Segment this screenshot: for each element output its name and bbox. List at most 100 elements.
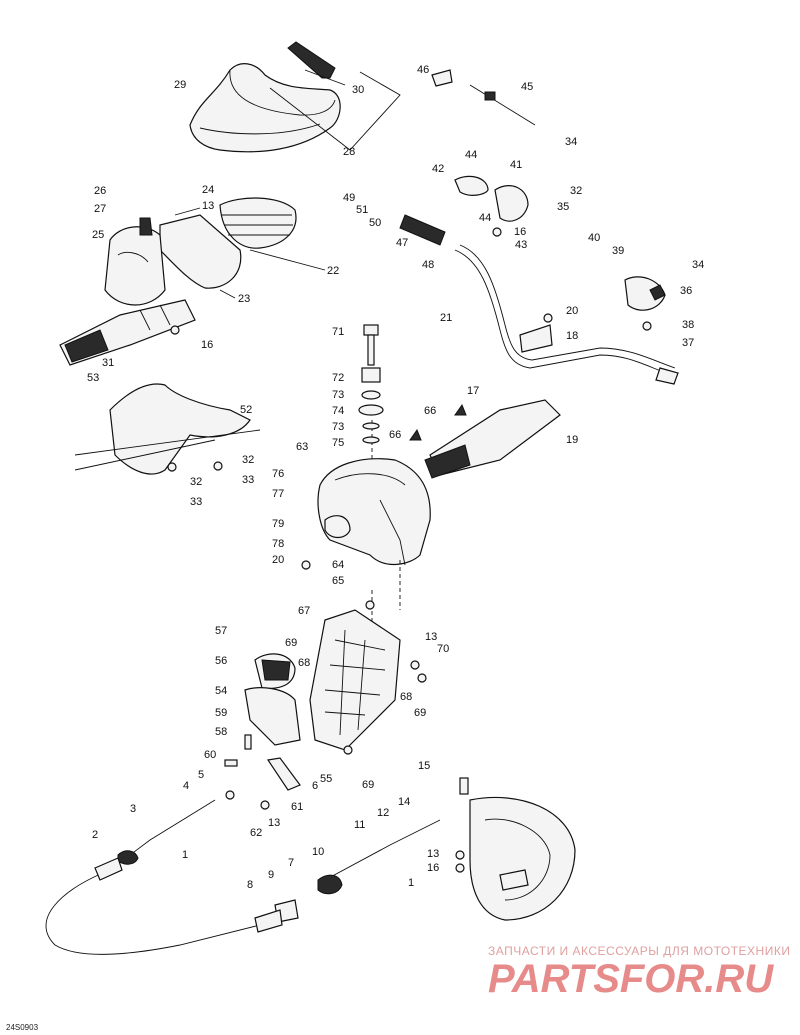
callout-10: 10 [312,846,324,858]
callout-13: 13 [202,200,214,212]
handlebar [454,244,679,385]
left-handle-grip [59,299,196,366]
right-grip [399,214,446,246]
callout-32: 32 [570,185,582,197]
callout-77: 77 [272,488,284,500]
callout-61: 61 [291,801,303,813]
callout-1: 1 [182,849,188,861]
callout-32: 32 [242,454,254,466]
callout-33: 33 [190,496,202,508]
callout-4: 4 [183,780,189,792]
callout-29: 29 [174,79,186,91]
callout-68: 68 [298,657,310,669]
callout-1: 1 [408,877,414,889]
callout-27: 27 [94,203,106,215]
kill-switch-cover [624,276,666,311]
grip-end-cap [454,175,529,222]
callout-74: 74 [332,405,344,417]
callout-5: 5 [198,769,204,781]
callout-79: 79 [272,518,284,530]
callout-44: 44 [479,212,491,224]
callout-52: 52 [240,404,252,416]
callout-26: 26 [94,185,106,197]
leader [304,69,346,86]
callout-67: 67 [298,605,310,617]
callout-34: 34 [692,259,704,271]
callout-70: 70 [437,643,449,655]
callout-56: 56 [215,655,227,667]
callout-57: 57 [215,625,227,637]
callout-58: 58 [215,726,227,738]
callout-46: 46 [417,64,429,76]
callout-9: 9 [268,869,274,881]
callout-38: 38 [682,319,694,331]
callout-24: 24 [202,184,214,196]
bolt-stack [358,324,384,444]
callout-labels: 1 1 2 3 4 5 6 7 8 9 10 11 12 13 13 13 13… [87,64,704,891]
callout-59: 59 [215,707,227,719]
callout-42: 42 [432,163,444,175]
throttle-cam [244,653,301,746]
callout-2: 2 [92,829,98,841]
callout-28: 28 [343,146,355,158]
callout-53: 53 [87,372,99,384]
callout-19: 19 [566,434,578,446]
callout-62: 62 [250,827,262,839]
callout-22: 22 [327,265,339,277]
callout-45: 45 [521,81,533,93]
handle-bracket [424,324,561,479]
callout-6: 6 [312,780,318,792]
leader [219,289,236,299]
callout-49: 49 [343,192,355,204]
callout-17: 17 [467,385,479,397]
leader [249,249,326,271]
callout-66: 66 [389,429,401,441]
leader [174,207,201,216]
callout-78: 78 [272,538,284,550]
callout-39: 39 [612,245,624,257]
fasteners [167,227,652,873]
callout-35: 35 [557,201,569,213]
callout-16: 16 [427,862,439,874]
callout-50: 50 [369,217,381,229]
callout-30: 30 [352,84,364,96]
callout-66: 66 [424,405,436,417]
callout-36: 36 [680,285,692,297]
callout-34: 34 [565,136,577,148]
callout-47: 47 [396,237,408,249]
callout-55: 55 [320,773,332,785]
callout-11: 11 [354,819,365,831]
callout-7: 7 [288,857,294,869]
callout-12: 12 [377,807,389,819]
callout-37: 37 [682,337,694,349]
callout-18: 18 [566,330,578,342]
callout-13: 13 [427,848,439,860]
watermark-tagline: ЗАПЧАСТИ И АКСЕССУАРЫ ДЛЯ МОТОТЕХНИКИ [488,944,790,958]
throttle-lever [74,383,261,475]
cable-45 [431,69,536,126]
callout-32: 32 [190,476,202,488]
callout-21: 21 [440,312,452,324]
callout-48: 48 [422,259,434,271]
callout-41: 41 [510,159,522,171]
callout-23: 23 [238,293,250,305]
callout-13: 13 [268,817,280,829]
steering-housing [317,458,431,566]
callout-69: 69 [414,707,426,719]
callout-8: 8 [247,879,253,891]
callout-16: 16 [201,339,213,351]
callout-65: 65 [332,575,344,587]
callout-20: 20 [272,554,284,566]
callout-63: 63 [296,441,308,453]
lower-bracket [309,609,401,751]
watermark-brand: PARTSFOR.RU [488,957,774,1001]
seat-cushion [189,63,341,153]
callout-20: 20 [566,305,578,317]
callout-13: 13 [425,631,437,643]
clip-61 [266,757,301,791]
callout-14: 14 [398,796,410,808]
callout-15: 15 [418,760,430,772]
callout-33: 33 [242,474,254,486]
watermark: ЗАПЧАСТИ И АКСЕССУАРЫ ДЛЯ МОТОТЕХНИКИ PA… [488,944,790,1001]
